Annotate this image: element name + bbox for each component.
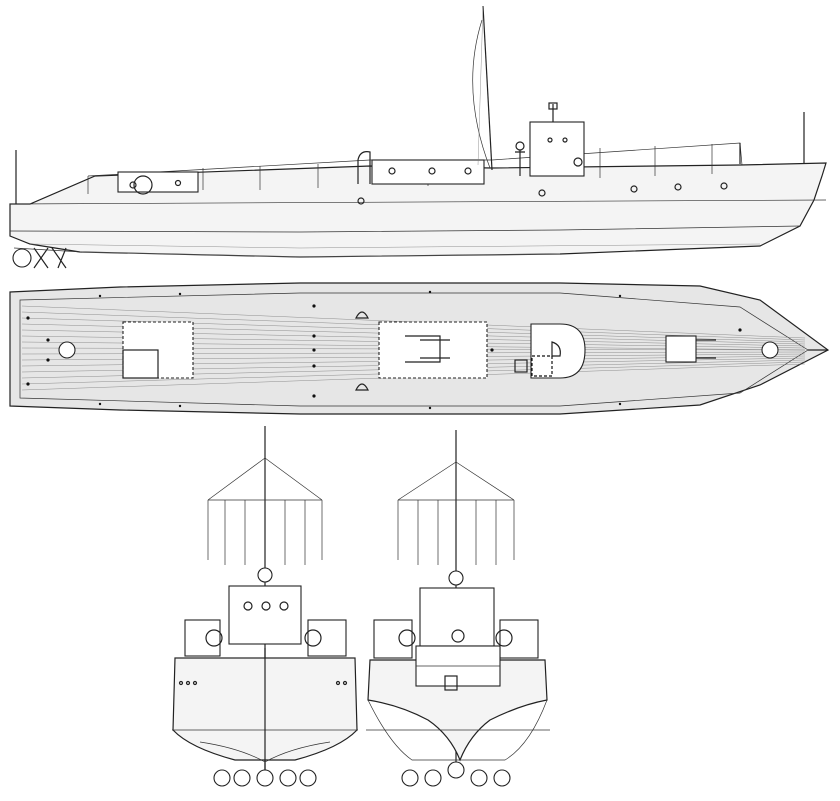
side-sheer-line: [9, 199, 827, 205]
side-waterline: [9, 225, 801, 233]
deck-wheelhouse-plan: [530, 323, 586, 379]
side-keel-line: [79, 251, 561, 258]
bow-stbd-vent: [307, 619, 347, 657]
side-wheelhouse: [529, 121, 585, 177]
side-boot-line: [29, 243, 761, 249]
side-aft-capstan: [133, 175, 153, 195]
deck-vent-port: [355, 311, 369, 319]
stern-wheel-icon: [451, 629, 465, 643]
deck-fwd-scuttle: [761, 341, 779, 359]
side-mast-sail: [472, 19, 491, 169]
deck-engine-hatch: [378, 321, 488, 379]
stern-rigging: [397, 461, 515, 501]
bow-propellers: [213, 769, 317, 787]
deck-aft-scuttle: [58, 341, 76, 359]
deck-fwd-hatch: [665, 335, 697, 363]
bow-port-vent: [184, 619, 221, 657]
side-aft-cabin: [117, 171, 199, 193]
bow-rigging: [207, 457, 323, 501]
deck-plan-view: [9, 282, 830, 415]
side-elevation-view: [9, 5, 827, 269]
deck-fittings: [26, 290, 742, 410]
side-binnacle: [515, 150, 525, 176]
stern-wheelhouse: [419, 587, 495, 647]
side-mast: [482, 5, 493, 171]
stern-propellers: [401, 761, 511, 787]
side-portholes: [357, 182, 728, 205]
stern-view: [366, 430, 550, 787]
deck-vent-stbd: [355, 383, 369, 391]
bow-wheelhouse: [228, 585, 302, 645]
bow-view: [172, 426, 358, 787]
side-propellers: [12, 247, 83, 269]
side-ventilator: [357, 151, 371, 184]
